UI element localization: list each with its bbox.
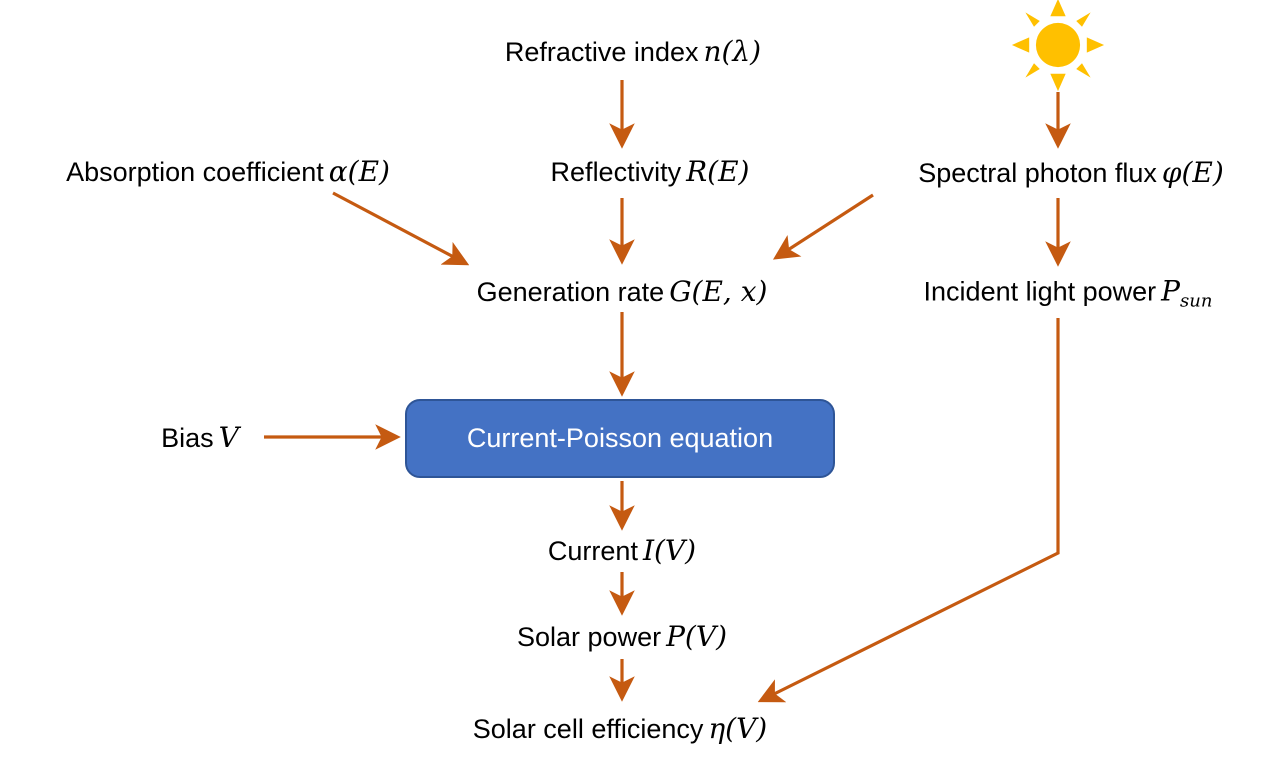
- node-label: Refractive index: [504, 36, 699, 67]
- node-math: V: [218, 420, 239, 454]
- node-label: Current: [547, 535, 638, 566]
- arrow-spectral-to-generation: [772, 193, 874, 260]
- node-math: P(V): [666, 619, 727, 653]
- node-label: Absorption coefficient: [66, 156, 324, 187]
- node-math: n(λ): [703, 34, 762, 68]
- sun-icon: [1011, 0, 1105, 92]
- node-math: P: [1161, 274, 1181, 308]
- node-math: R(E): [686, 154, 750, 188]
- node-math: G(E, x): [669, 274, 768, 308]
- node-math: η(V): [708, 711, 768, 745]
- node-math: α(E): [328, 154, 390, 188]
- node-math: I(V): [642, 533, 697, 567]
- node-math-subscript: sun: [1180, 290, 1213, 312]
- node-label: Reflectivity: [550, 156, 682, 187]
- current-poisson-box: Current-Poisson equation: [405, 399, 835, 478]
- node-math: φ(E): [1161, 155, 1224, 189]
- arrow-absorption-to-generation: [332, 191, 470, 266]
- node-label: Solar power: [517, 621, 662, 652]
- node-label: Solar cell efficiency: [472, 713, 704, 744]
- node-label: Bias: [161, 422, 214, 453]
- box-label: Current-Poisson equation: [466, 423, 774, 453]
- node-label: Spectral photon flux: [918, 157, 1157, 188]
- arrow-incident-to-efficiency: [757, 318, 1060, 703]
- node-label: Generation rate: [476, 276, 665, 307]
- node-label: Incident light power: [923, 276, 1157, 307]
